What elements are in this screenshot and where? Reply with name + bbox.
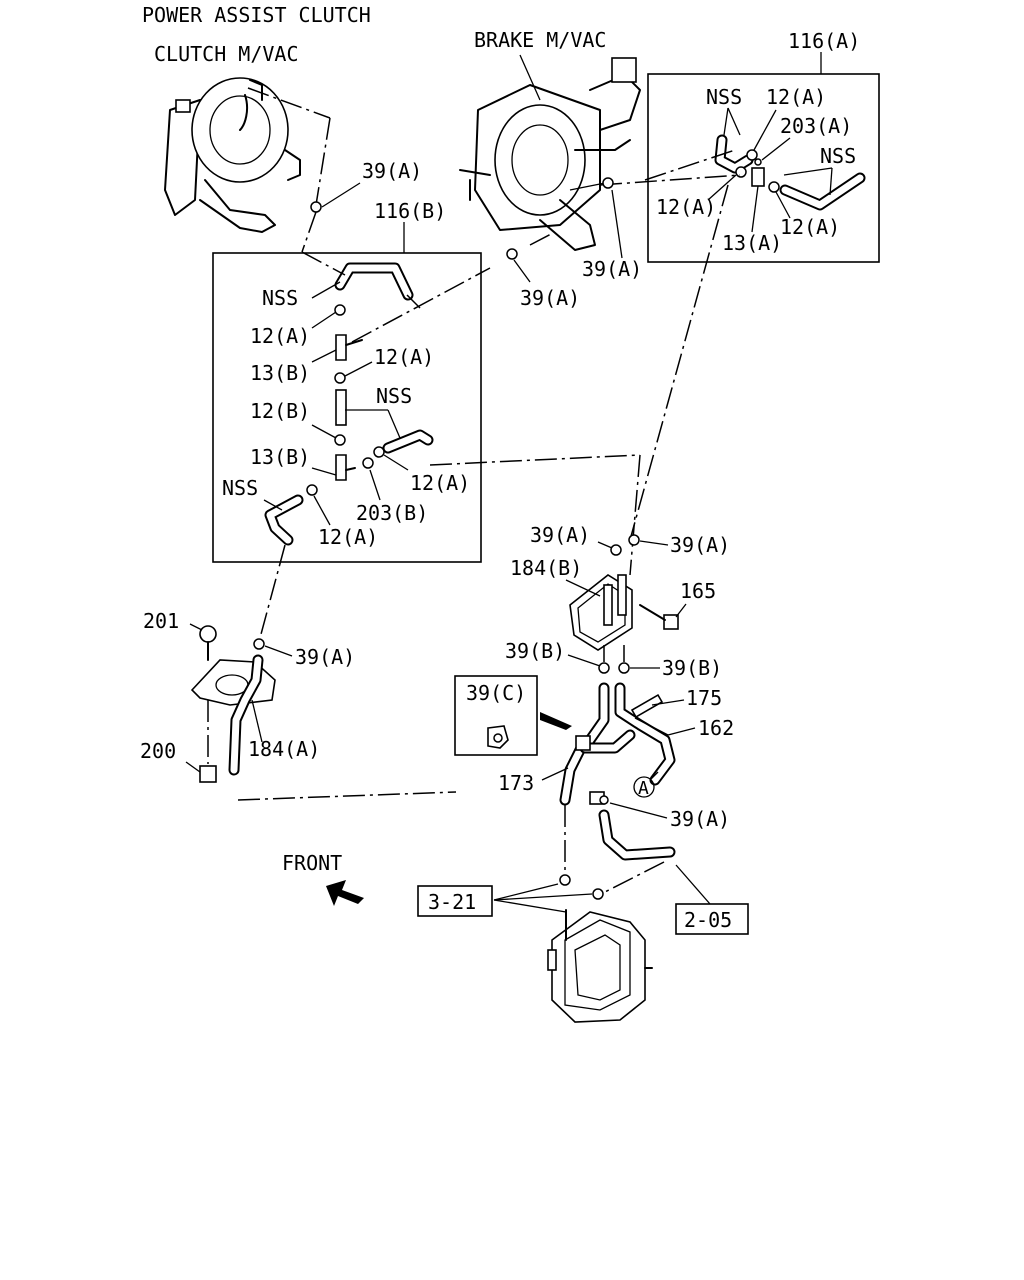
clip-39c-inset: 39(C) bbox=[454, 675, 538, 756]
circle-a-marker: A bbox=[633, 776, 655, 799]
bolt-165 bbox=[639, 604, 679, 630]
front-label: FRONT bbox=[282, 851, 342, 875]
label-13b-1: 13(B) bbox=[250, 361, 310, 385]
bottom-component bbox=[547, 909, 653, 1023]
clip-200 bbox=[199, 700, 217, 783]
brake-master-vac: BRAKE M/VAC bbox=[459, 28, 641, 251]
arrow-39c bbox=[540, 712, 572, 730]
clip-39a-5 bbox=[628, 534, 640, 546]
clip-39b-1 bbox=[598, 662, 610, 674]
group-116a-label: 116(A) bbox=[788, 29, 860, 53]
label-12a-a3: 12(A) bbox=[780, 215, 840, 239]
clutch-mvac-label: CLUTCH M/VAC bbox=[154, 42, 299, 66]
ref-3-21: 3-21 bbox=[417, 885, 493, 917]
label-12a-a1: 12(A) bbox=[766, 85, 826, 109]
bolt-201 bbox=[199, 625, 217, 661]
clip-39a-brake bbox=[602, 177, 614, 189]
brake-mvac-label: BRAKE M/VAC bbox=[474, 28, 606, 52]
group-116b-box bbox=[212, 252, 482, 563]
label-39a-2: 39(A) bbox=[582, 257, 642, 281]
clip-39a-mid bbox=[506, 248, 518, 260]
label-nss-b3: NSS bbox=[222, 476, 258, 500]
label-nss-a1: NSS bbox=[706, 85, 742, 109]
label-nss-b2: NSS bbox=[376, 384, 412, 408]
clip-39a-upper bbox=[310, 201, 322, 213]
clip-39b-2 bbox=[618, 662, 630, 674]
label-nss-b1: NSS bbox=[262, 286, 298, 310]
label-12a-b1: 12(A) bbox=[250, 324, 310, 348]
group-116a-parts bbox=[714, 134, 866, 211]
label-39b-2: 39(B) bbox=[662, 656, 722, 680]
clip-39a-7 bbox=[599, 795, 609, 805]
label-39c: 39(C) bbox=[466, 681, 526, 705]
clip-39a-4 bbox=[610, 544, 622, 556]
label-184b: 184(B) bbox=[510, 556, 582, 580]
label-nss-a2: NSS bbox=[820, 144, 856, 168]
label-39a-4: 39(A) bbox=[530, 523, 590, 547]
label-39a-7: 39(A) bbox=[670, 807, 730, 831]
hose-assembly-173-175-162 bbox=[559, 682, 676, 806]
ref-3-21-label: 3-21 bbox=[428, 890, 476, 914]
group-116a-box bbox=[647, 73, 880, 263]
label-12a-b3: 12(A) bbox=[410, 471, 470, 495]
ref-2-05: 2-05 bbox=[675, 903, 749, 935]
label-39b-1: 39(B) bbox=[505, 639, 565, 663]
label-39a-1: 39(A) bbox=[362, 159, 422, 183]
svg-text:A: A bbox=[638, 778, 649, 799]
bracket-184a bbox=[190, 654, 276, 776]
label-203a: 203(A) bbox=[780, 114, 852, 138]
label-12a-b2: 12(A) bbox=[374, 345, 434, 369]
label-162: 162 bbox=[698, 716, 734, 740]
ref-2-05-label: 2-05 bbox=[684, 908, 732, 932]
label-13a: 13(A) bbox=[722, 231, 782, 255]
label-39a-6: 39(A) bbox=[295, 645, 355, 669]
bracket-184b bbox=[569, 574, 633, 651]
label-173: 173 bbox=[498, 771, 534, 795]
label-12b: 12(B) bbox=[250, 399, 310, 423]
front-arrow-icon bbox=[326, 880, 364, 906]
label-13b-2: 13(B) bbox=[250, 445, 310, 469]
label-12a-a2: 12(A) bbox=[656, 195, 716, 219]
clutch-master-vac: CLUTCH M/VAC bbox=[154, 42, 301, 233]
label-12a-b4: 12(A) bbox=[318, 525, 378, 549]
label-184a: 184(A) bbox=[248, 737, 320, 761]
label-200: 200 bbox=[140, 739, 176, 763]
label-201: 201 bbox=[143, 609, 179, 633]
clip-39a-6 bbox=[253, 638, 265, 650]
label-165: 165 bbox=[680, 579, 716, 603]
label-175: 175 bbox=[686, 686, 722, 710]
label-39a-3: 39(A) bbox=[520, 286, 580, 310]
label-39a-5: 39(A) bbox=[670, 533, 730, 557]
clip-lower-1 bbox=[559, 874, 571, 886]
diagram-title: POWER ASSIST CLUTCH bbox=[142, 3, 371, 27]
clip-lower-2 bbox=[592, 888, 604, 900]
label-203b: 203(B) bbox=[356, 501, 428, 525]
group-116b-label: 116(B) bbox=[374, 199, 446, 223]
group-116b-parts bbox=[264, 262, 434, 546]
